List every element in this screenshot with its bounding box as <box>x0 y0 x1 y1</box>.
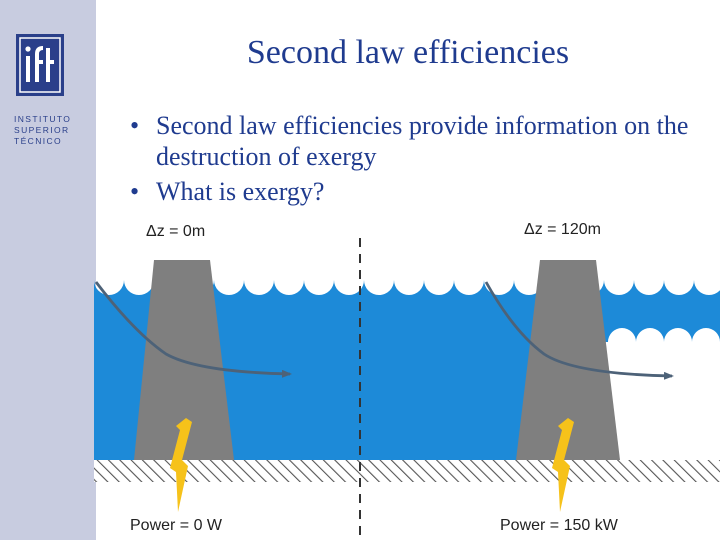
right-power-label: Power = 150 kW <box>500 517 618 534</box>
left-dam <box>134 260 234 460</box>
slide-title: Second law efficiencies <box>246 34 570 71</box>
ist-logo-icon <box>16 34 64 96</box>
right-lightning-icon <box>552 418 574 512</box>
sidebar: INSTITUTO SUPERIOR TÉCNICO <box>0 0 96 540</box>
exergy-diagram: Δz = 0m Δz = 120m Power = 0 W Power = 15… <box>94 220 720 540</box>
logo-text: INSTITUTO SUPERIOR TÉCNICO <box>14 114 86 147</box>
right-flow-arrow <box>484 281 674 380</box>
logo-line-3: TÉCNICO <box>14 136 63 146</box>
bullet-item-2: What is exergy? <box>130 176 710 207</box>
left-lightning-icon <box>170 418 192 512</box>
left-power-label: Power = 0 W <box>130 517 223 534</box>
logo-line-2: SUPERIOR <box>14 125 70 135</box>
bullet-list: Second law efficiencies provide informat… <box>130 110 710 211</box>
right-dam <box>516 260 620 460</box>
logo-line-1: INSTITUTO <box>14 114 72 124</box>
left-height-label: Δz = 0m <box>146 223 206 240</box>
ground <box>94 460 720 482</box>
right-height-label: Δz = 120m <box>524 221 601 238</box>
left-flow-arrow <box>94 281 292 378</box>
bullet-item-1: Second law efficiencies provide informat… <box>130 110 710 172</box>
